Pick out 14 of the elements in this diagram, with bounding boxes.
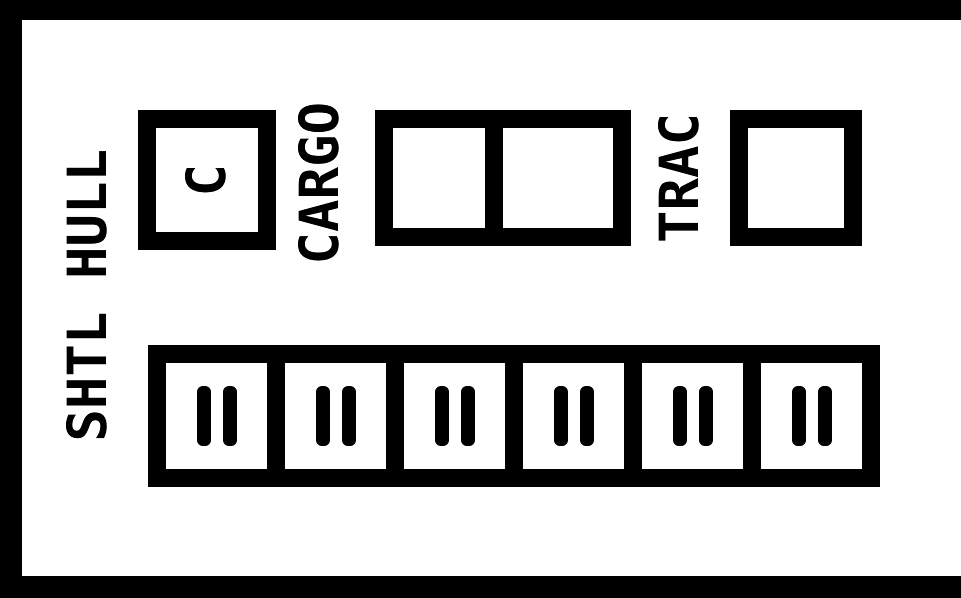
panel-label: SHTL HULL [61, 148, 115, 442]
indicator-box [138, 110, 276, 250]
indicator-window [523, 345, 642, 487]
indicator-window [148, 345, 285, 487]
indicator-box [375, 110, 503, 246]
indicator-box [730, 110, 862, 246]
indicator-window [285, 345, 404, 487]
indicator-letter: C [180, 164, 234, 196]
panel-label: TRAC [653, 113, 707, 244]
panel-label: CARGO [293, 102, 347, 264]
indicator-window [642, 345, 761, 487]
indicator-window [404, 345, 523, 487]
indicator-window [761, 345, 880, 487]
indicator-box [503, 110, 631, 246]
